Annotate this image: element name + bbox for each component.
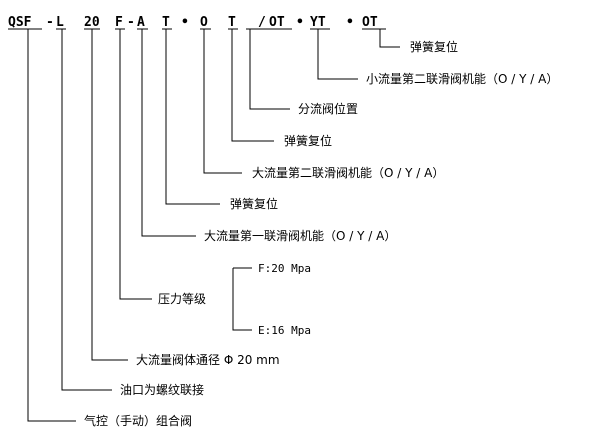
label-body-bore: 大流量阀体通径 Φ 20 mm [136, 353, 280, 367]
leader-l7 [141, 29, 196, 237]
code-dot-3: • [346, 15, 354, 30]
label-pressure-E: E:16 Mpa [258, 324, 311, 337]
code-dash-1: - [46, 15, 54, 30]
label-small-flow-second-spool: 小流量第二联滑阀机能（O / Y / A） [366, 72, 558, 86]
label-pneumatic-combo-valve: 气控（手动）组合阀 [84, 413, 192, 428]
leader-l11 [61, 29, 112, 391]
leader-l10 [91, 29, 128, 361]
leader-l5 [203, 29, 242, 174]
leader-l9 [119, 29, 152, 300]
code-A: A [137, 15, 145, 30]
label-spring-return-2: 弹簧复位 [284, 133, 332, 148]
label-threaded-port: 油口为螺纹联接 [120, 382, 204, 397]
leader-l3 [249, 29, 290, 110]
leader-l6 [165, 29, 220, 205]
code-OT-1: OT [269, 15, 285, 30]
code-20: 20 [84, 15, 100, 30]
leader-l1 [379, 29, 400, 48]
code-F: F [115, 15, 123, 30]
label-spring-return-1: 弹簧复位 [410, 39, 458, 54]
code-T-2: T [228, 15, 236, 30]
code-OT-2: OT [362, 15, 378, 30]
label-large-flow-second-spool: 大流量第二联滑阀机能（O / Y / A） [252, 166, 444, 180]
label-diverter-position: 分流阀位置 [298, 101, 358, 116]
code-QSF: QSF [8, 15, 32, 30]
code-dash-2: - [127, 15, 135, 30]
label-spring-return-3: 弹簧复位 [230, 196, 278, 211]
label-large-flow-first-spool: 大流量第一联滑阀机能（O / Y / A） [204, 229, 396, 243]
code-dot-1: • [181, 15, 189, 30]
code-dot-2: • [296, 15, 304, 30]
leader-l12 [27, 29, 76, 422]
code-YT: YT [310, 15, 326, 30]
code-L: L [56, 15, 64, 30]
code-T-1: T [162, 15, 170, 30]
leader-lines [27, 29, 400, 422]
leader-l2 [317, 29, 358, 80]
code-slash: / [258, 15, 266, 30]
leader-l4 [231, 29, 274, 142]
pressure-bracket [232, 267, 252, 331]
code-O-1: O [200, 15, 208, 30]
label-pressure-F: F:20 Mpa [258, 262, 311, 275]
label-pressure-grade: 压力等级 [158, 292, 206, 306]
